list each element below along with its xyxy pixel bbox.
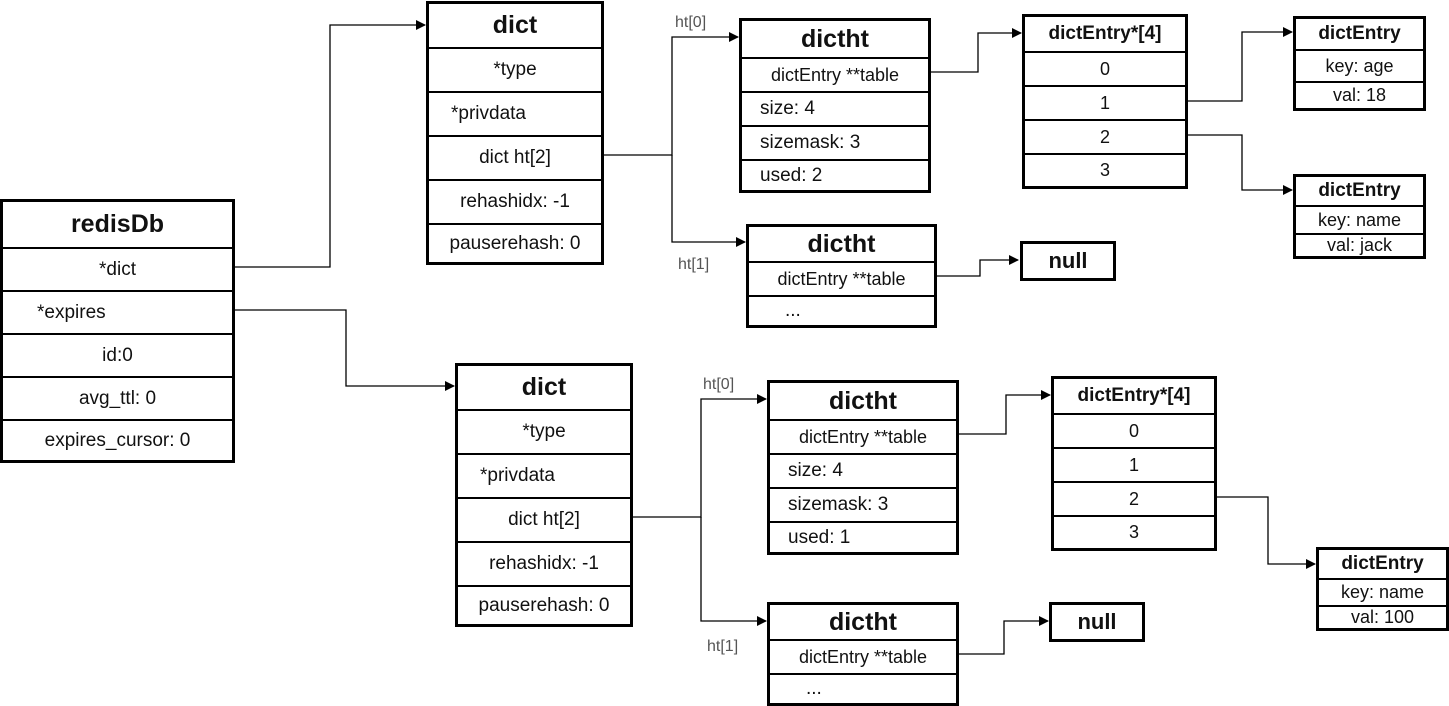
- dictentry-array-top: dictEntry*[4] 0 1 2 3: [1022, 14, 1188, 189]
- field-size: size: 4: [742, 91, 928, 125]
- arrow-dict-to-dict: [233, 20, 426, 268]
- field-id: id:0: [3, 333, 232, 376]
- entry-key: key: name: [1296, 205, 1423, 233]
- field-used: used: 1: [770, 521, 956, 552]
- array-slot-2: 2: [1025, 119, 1185, 153]
- dictht-struct-top-ht0: dictht dictEntry **table size: 4 sizemas…: [739, 18, 931, 193]
- dictht-struct-bottom-ht0: dictht dictEntry **table size: 4 sizemas…: [767, 380, 959, 555]
- entry-key: key: name: [1319, 578, 1446, 605]
- field-privdata: *privdata: [458, 453, 630, 497]
- array-slot-1: 1: [1054, 447, 1214, 481]
- dict-title: dict: [492, 11, 538, 39]
- dictentry-array-bottom: dictEntry*[4] 0 1 2 3: [1051, 376, 1217, 551]
- entry-val: val: jack: [1296, 233, 1423, 256]
- null-box-bottom: null: [1049, 602, 1145, 642]
- field-table: dictEntry **table: [749, 261, 934, 295]
- field-sizemask: sizemask: 3: [742, 125, 928, 159]
- array-slot-0: 0: [1025, 51, 1185, 85]
- field-ht: dict ht[2]: [429, 135, 601, 179]
- entry-title: dictEntry: [1318, 180, 1401, 201]
- field-sizemask: sizemask: 3: [770, 487, 956, 521]
- redisdb-title: redisDb: [70, 210, 165, 238]
- field-expires-cursor: expires_cursor: 0: [3, 419, 232, 460]
- entry-key: key: age: [1296, 49, 1423, 81]
- dict-title: dict: [521, 373, 567, 401]
- array-slot-0: 0: [1054, 413, 1214, 447]
- field-type: *type: [458, 409, 630, 453]
- entry-title: dictEntry: [1318, 23, 1401, 44]
- ht0-label-bottom: ht[0]: [703, 376, 735, 393]
- dictht-struct-bottom-ht1: dictht dictEntry **table ...: [767, 602, 959, 706]
- entry-val: val: 18: [1296, 81, 1423, 108]
- arrow-ht1-bottom: [700, 517, 767, 626]
- null-box-top: null: [1020, 241, 1116, 281]
- field-rehashidx: rehashidx: -1: [429, 179, 601, 223]
- field-dict: *dict: [3, 247, 232, 290]
- field-pauserehash: pauserehash: 0: [458, 585, 630, 624]
- field-size: size: 4: [770, 453, 956, 487]
- field-pauserehash: pauserehash: 0: [429, 223, 601, 262]
- ht1-label-top: ht[1]: [678, 256, 710, 273]
- array-slot-3: 3: [1025, 153, 1185, 186]
- field-ht: dict ht[2]: [458, 497, 630, 541]
- field-table: dictEntry **table: [770, 419, 956, 453]
- dict-struct-top: dict *type *privdata dict ht[2] rehashid…: [426, 1, 604, 265]
- arrow-ht1-top: [671, 155, 746, 247]
- arrow-ht0-top: [602, 32, 739, 156]
- dictentry-node: dictEntry key: age val: 18: [1293, 16, 1426, 111]
- dictentry-node: dictEntry key: name val: jack: [1293, 174, 1426, 259]
- dictht-title: dictht: [828, 607, 898, 636]
- dictht-title: dictht: [828, 386, 898, 415]
- arrow-slot1-to-entry: [1187, 27, 1293, 102]
- arrow-table-to-array-bottom: [958, 390, 1051, 435]
- array-title: dictEntry*[4]: [1048, 23, 1162, 44]
- arrow-table-to-null-bottom: [958, 616, 1049, 655]
- ht0-label-top: ht[0]: [675, 14, 707, 31]
- entry-title: dictEntry: [1341, 553, 1424, 574]
- dictht-title: dictht: [807, 229, 876, 258]
- field-rehashidx: rehashidx: -1: [458, 541, 630, 585]
- dictht-struct-top-ht1: dictht dictEntry **table ...: [746, 224, 937, 328]
- field-table: dictEntry **table: [742, 57, 928, 91]
- dictentry-node: dictEntry key: name val: 100: [1316, 547, 1449, 631]
- arrow-table-to-null-top: [935, 255, 1019, 277]
- field-ellipsis: ...: [770, 673, 956, 703]
- dictht-title: dictht: [800, 24, 870, 53]
- field-type: *type: [429, 47, 601, 91]
- arrow-slot2-to-entry: [1187, 134, 1293, 195]
- field-expires: *expires: [3, 290, 232, 333]
- field-privdata: *privdata: [429, 91, 601, 135]
- dict-struct-bottom: dict *type *privdata dict ht[2] rehashid…: [455, 363, 633, 627]
- array-title: dictEntry*[4]: [1077, 385, 1191, 406]
- ht1-label-bottom: ht[1]: [707, 638, 739, 655]
- field-table: dictEntry **table: [770, 639, 956, 673]
- array-slot-1: 1: [1025, 85, 1185, 119]
- field-ellipsis: ...: [749, 295, 934, 325]
- array-slot-2: 2: [1054, 481, 1214, 515]
- redisdb-struct: redisDb *dict *expires id:0 avg_ttl: 0 e…: [0, 199, 235, 463]
- arrow-ht0-bottom: [631, 394, 767, 518]
- array-slot-3: 3: [1054, 515, 1214, 548]
- arrow-expires-to-dict: [233, 309, 455, 391]
- entry-val: val: 100: [1319, 605, 1446, 628]
- arrow-slot2-to-entry-bottom: [1216, 496, 1316, 569]
- field-avg-ttl: avg_ttl: 0: [3, 376, 232, 419]
- field-used: used: 2: [742, 159, 928, 190]
- arrow-table-to-array-top: [930, 28, 1022, 73]
